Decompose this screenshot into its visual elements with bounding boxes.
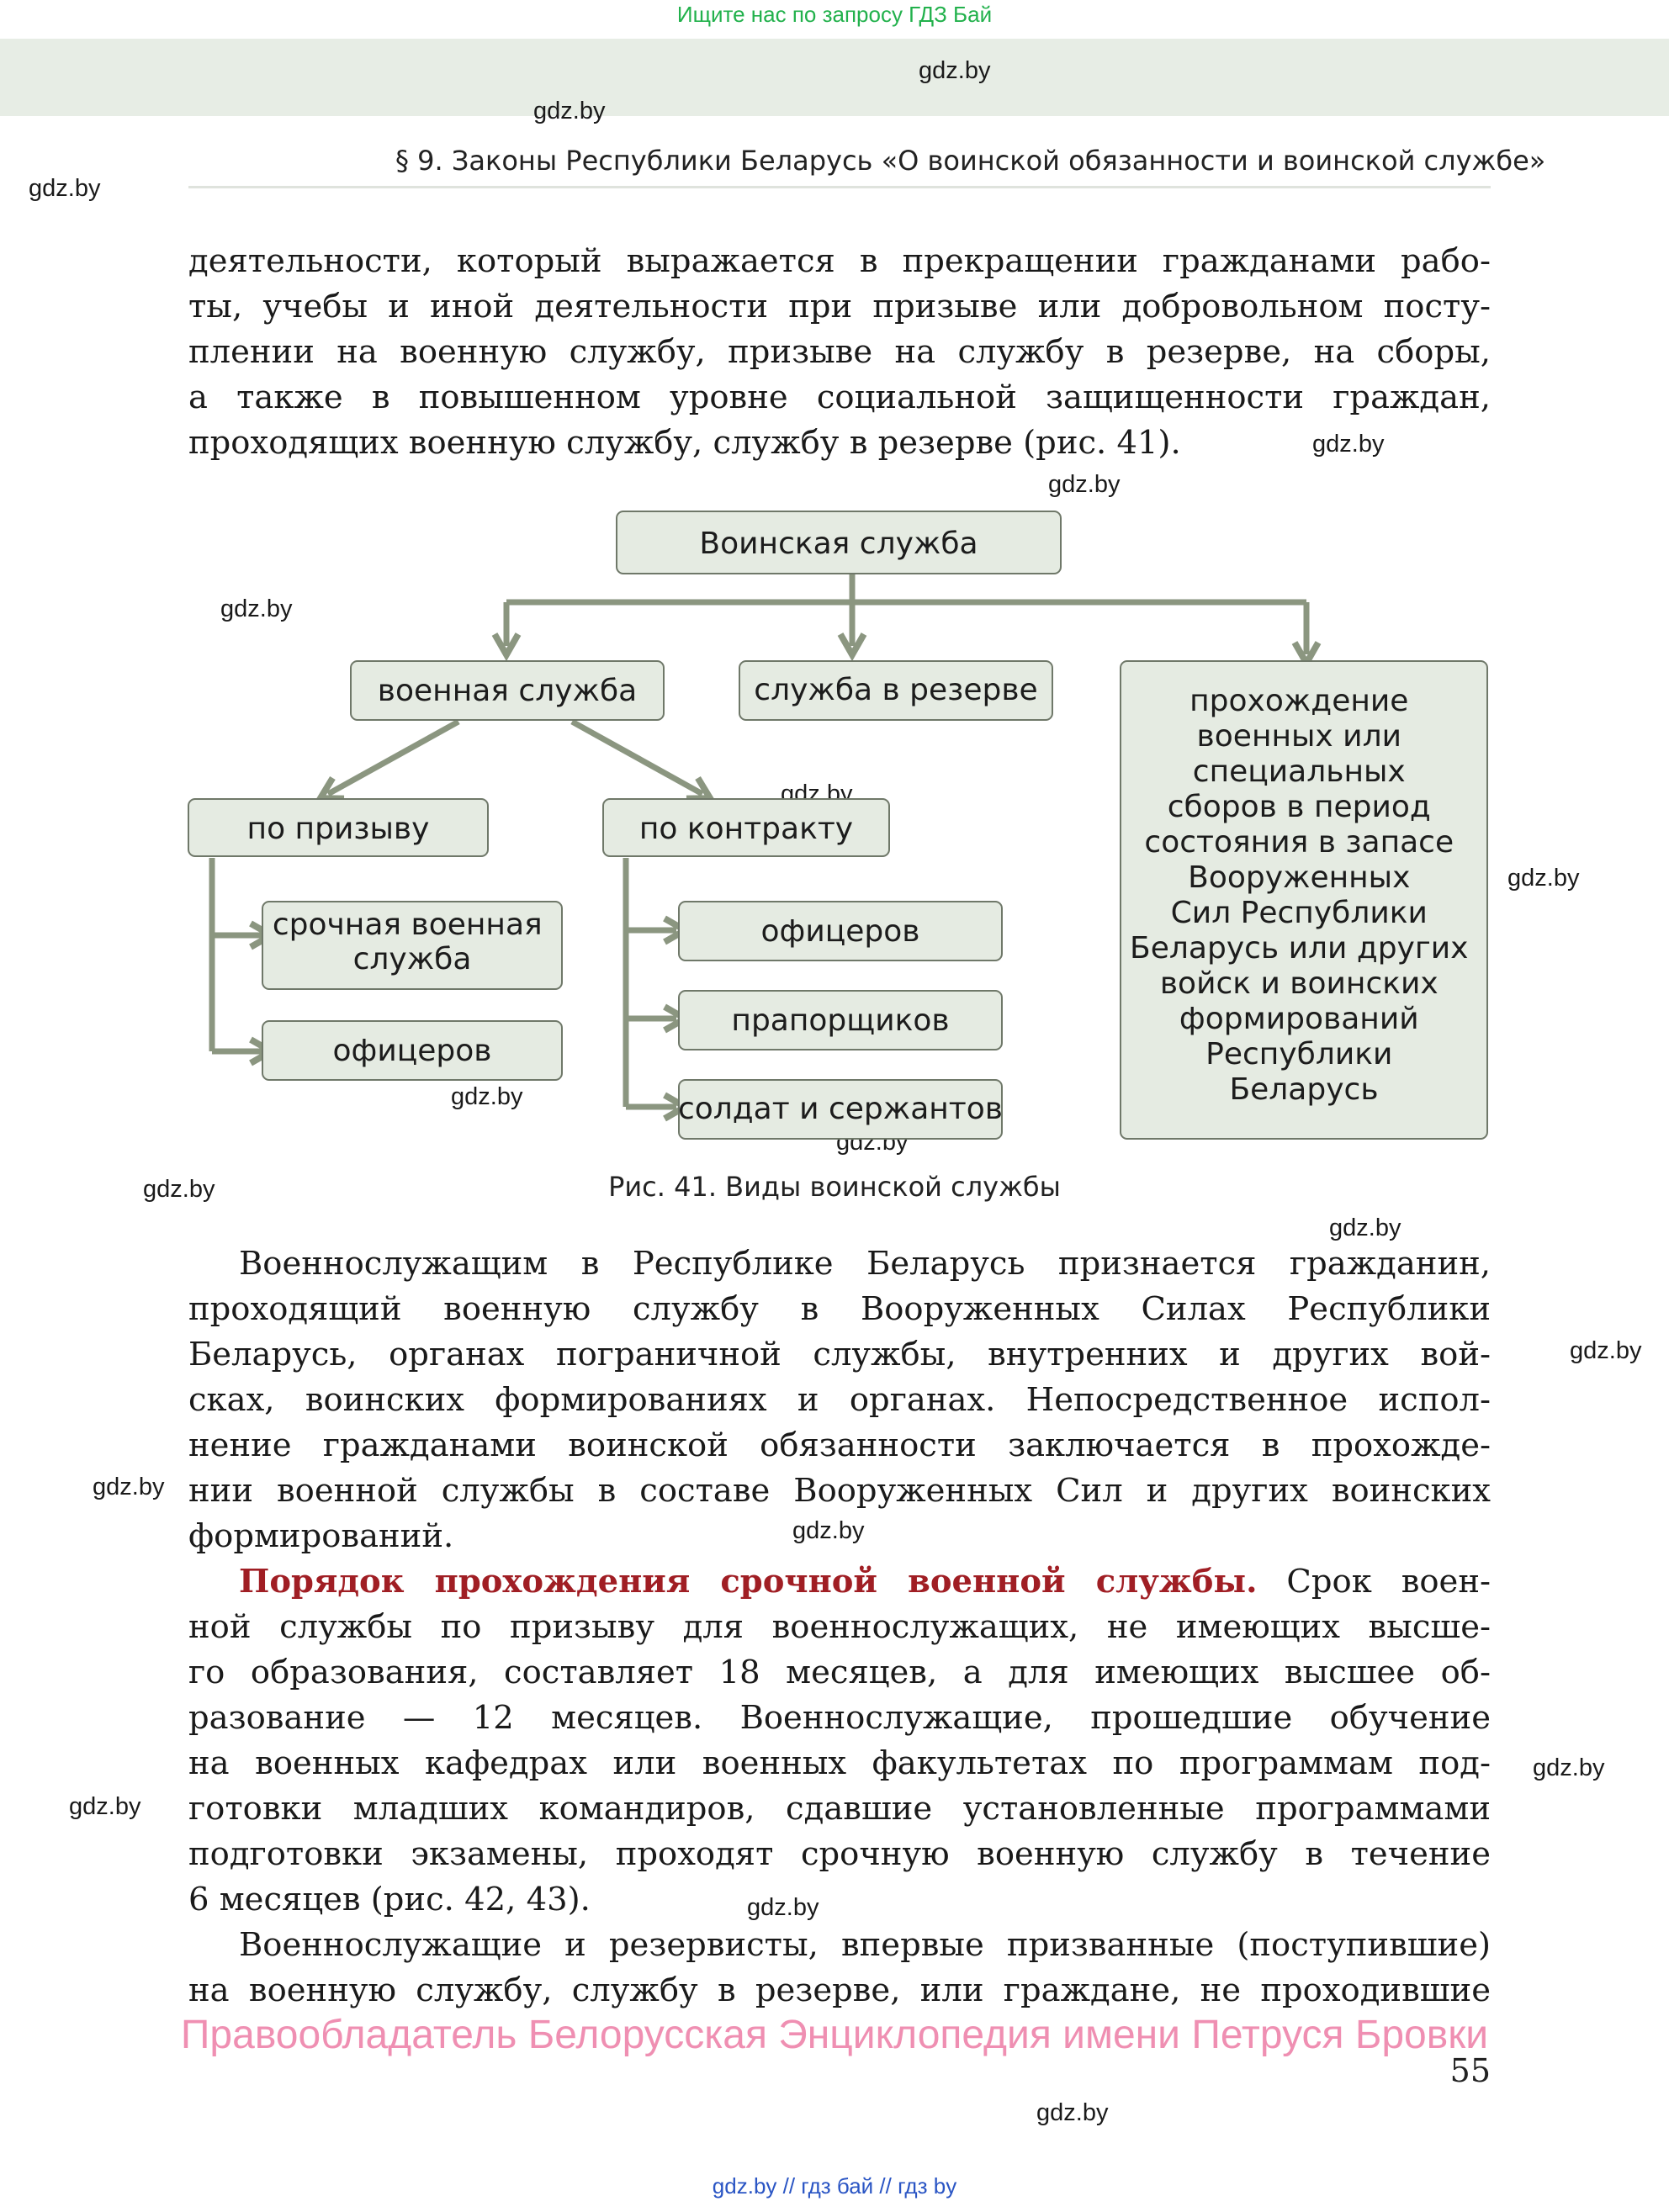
- top-search-link[interactable]: Ищите нас по запросу ГДЗ Бай: [676, 2, 993, 27]
- text-line: нение гражданами воинской обязанности за…: [188, 1426, 1491, 1464]
- watermark: gdz.by: [1048, 471, 1121, 498]
- text-fragment: Срок воен-: [1286, 1563, 1492, 1601]
- text-line: Беларусь, органах пограничной службы, вн…: [188, 1336, 1491, 1373]
- watermark: gdz.by: [220, 595, 293, 622]
- text-line: 6 месяцев (рис. 42, 43).: [188, 1881, 591, 1918]
- svg-text:солдат и сержантов: солдат и сержантов: [678, 1092, 1003, 1126]
- watermark: gdz.by: [1329, 1214, 1401, 1241]
- watermark: gdz.by: [143, 1176, 215, 1203]
- paragraph-intro: деятельности, который выражается в прекр…: [188, 239, 1491, 466]
- watermark: gdz.by: [919, 57, 991, 84]
- svg-text:офицеров: офицеров: [761, 914, 920, 949]
- node-military-service: военная служба: [350, 660, 665, 721]
- text-line: готовки младших командиров, сдавшие уста…: [188, 1790, 1491, 1828]
- watermark: gdz.by: [1312, 431, 1385, 458]
- text-line: а также в повышенном уровне социальной з…: [188, 378, 1491, 416]
- text-line: нии военной службы в составе Вооруженных…: [188, 1472, 1491, 1510]
- page-number: 55: [1449, 2052, 1491, 2089]
- svg-text:служба в резерве: служба в резерве: [754, 673, 1037, 707]
- node-contract: по контракту: [602, 798, 890, 857]
- footer-links[interactable]: gdz.by // гдз бай // гдз by: [712, 2173, 957, 2199]
- svg-text:по призыву: по призыву: [247, 812, 430, 846]
- text-line: го образования, составляет 18 месяцев, а…: [188, 1654, 1491, 1691]
- text-line: ты, учебы и иной деятельности при призыв…: [188, 288, 1491, 325]
- text-line: Военнослужащие и резервисты, впервые при…: [239, 1926, 1491, 1964]
- text-line: проходящих военную службу, службу в резе…: [188, 424, 1181, 462]
- text-line: плении на военную службу, призыве на слу…: [188, 333, 1491, 371]
- watermark: gdz.by: [1570, 1337, 1642, 1364]
- running-header: § 9. Законы Республики Беларусь «О воинс…: [395, 145, 1546, 177]
- text-line: деятельности, который выражается в прекр…: [188, 242, 1491, 280]
- text-line: Порядок прохождения срочной военной служ…: [188, 1559, 1491, 1605]
- watermark: gdz.by: [1036, 2099, 1109, 2126]
- watermark: gdz.by: [792, 1517, 865, 1544]
- text-line: ной службы по призыву для военнослужащих…: [188, 1608, 1491, 1646]
- training-text: прохождение военных или специальных сбор…: [1130, 684, 1478, 1107]
- diagram-connectors: [209, 574, 1306, 1107]
- watermark: gdz.by: [1533, 1754, 1605, 1781]
- watermark: gdz.by: [69, 1793, 141, 1820]
- node-reserve-service: служба в резерве: [739, 660, 1053, 721]
- section-heading: Порядок прохождения срочной военной служ…: [239, 1563, 1258, 1601]
- svg-text:прапорщиков: прапорщиков: [731, 1003, 949, 1038]
- node-contract-warrant-officers: прапорщиков: [678, 990, 1003, 1050]
- figure-caption: Рис. 41. Виды воинской службы: [608, 1171, 1061, 1203]
- watermark: gdz.by: [29, 175, 101, 202]
- paragraph-first-called: Военнослужащие и резервисты, впервые при…: [188, 1923, 1491, 2014]
- watermark: gdz.by: [1507, 865, 1580, 892]
- svg-text:Воинская служба: Воинская служба: [699, 527, 978, 561]
- text-line: Военнослужащим в Республике Беларусь при…: [239, 1245, 1491, 1283]
- watermark: gdz.by: [93, 1474, 165, 1500]
- text-line: подготовки экзамены, проходят срочную во…: [188, 1835, 1491, 1873]
- text-line: разование — 12 месяцев. Военнослужащие, …: [188, 1699, 1491, 1737]
- watermark: gdz.by: [533, 98, 606, 124]
- paragraph-urgent-service: Порядок прохождения срочной военной служ…: [188, 1559, 1491, 1923]
- copyright-notice: Правообладатель Белорусская Энциклопедия…: [180, 2013, 1489, 2057]
- service-types-diagram: Воинская служба военная служба служба в …: [188, 511, 1488, 1140]
- text-line: на военных кафедрах или военных факульте…: [188, 1744, 1491, 1782]
- header-divider: [188, 186, 1491, 188]
- svg-text:срочная военная служба: срочная военная служба: [273, 908, 552, 976]
- text-line: формирований.: [188, 1517, 454, 1555]
- text-line: сках, воинских формированиях и органах. …: [188, 1381, 1491, 1419]
- node-conscript-urgent-service: срочная военная служба: [262, 901, 563, 990]
- svg-text:офицеров: офицеров: [333, 1034, 492, 1068]
- node-training-camps: прохождение военных или специальных сбор…: [1120, 660, 1488, 1140]
- watermark: gdz.by: [451, 1083, 523, 1110]
- node-conscript-officers: офицеров: [262, 1020, 563, 1081]
- watermark: gdz.by: [747, 1894, 819, 1921]
- text-line: на военную службу, службу в резерве, или…: [188, 1971, 1491, 2009]
- text-line: проходящий военную службу в Вооруженных …: [188, 1290, 1491, 1328]
- svg-text:военная служба: военная служба: [378, 674, 637, 708]
- node-conscription: по призыву: [188, 798, 489, 857]
- top-banner: [0, 39, 1669, 116]
- svg-text:по контракту: по контракту: [639, 812, 853, 846]
- node-military-service-types: Воинская служба: [616, 511, 1062, 574]
- node-contract-soldiers-sergeants: солдат и сержантов: [678, 1079, 1003, 1140]
- paragraph-servicemen: Военнослужащим в Республике Беларусь при…: [188, 1241, 1491, 1559]
- node-contract-officers: офицеров: [678, 901, 1003, 961]
